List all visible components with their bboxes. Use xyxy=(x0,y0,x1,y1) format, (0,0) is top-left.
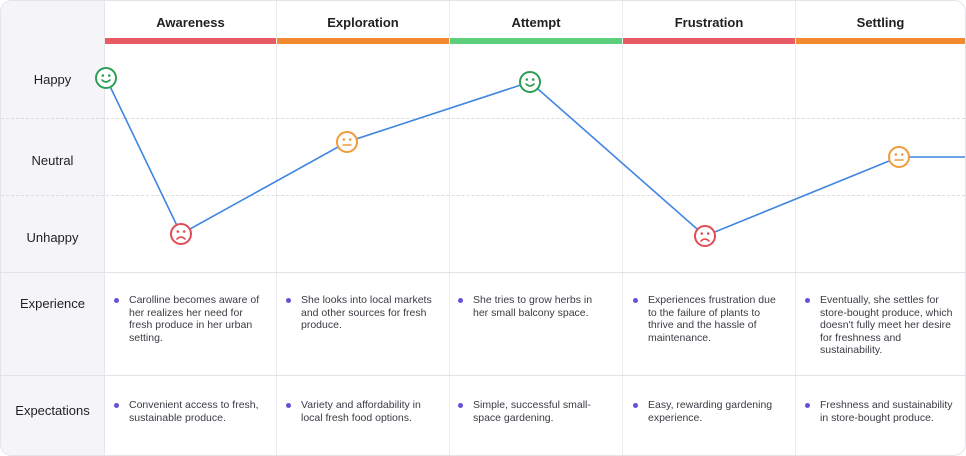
stage-header-awareness: Awareness xyxy=(105,1,276,44)
stage-title: Exploration xyxy=(327,15,399,30)
expectations-text: Variety and affordability in local fresh… xyxy=(301,399,421,424)
expectations-text: Easy, rewarding gardening experience. xyxy=(648,399,773,424)
bullet-dot xyxy=(805,298,810,303)
bullet-dot xyxy=(633,403,638,408)
section-divider xyxy=(1,272,965,273)
stage-color-bar xyxy=(277,38,449,44)
stage-title: Attempt xyxy=(511,15,561,30)
stage-title: Settling xyxy=(856,15,905,30)
bullet-dot xyxy=(114,298,119,303)
neutral-face-icon xyxy=(888,146,910,168)
row-labels-column: Happy Neutral Unhappy Experience Expecta… xyxy=(1,1,105,455)
row-label-experience: Experience xyxy=(19,296,86,311)
bullet-dot xyxy=(805,403,810,408)
bullet-dot xyxy=(114,403,119,408)
section-divider xyxy=(1,375,965,376)
row-label-neutral: Neutral xyxy=(31,153,74,168)
neutral-face-icon xyxy=(336,131,358,153)
experience-text: She tries to grow herbs in her small bal… xyxy=(473,294,593,319)
bullet-dot xyxy=(286,298,291,303)
experience-text: Experiences frustration due to the failu… xyxy=(648,294,776,344)
stage-color-bar xyxy=(105,38,276,44)
expectations-text: Simple, successful small-space gardening… xyxy=(473,399,591,424)
expectations-text: Freshness and sustainability in store-bo… xyxy=(820,399,953,424)
bullet-dot xyxy=(458,403,463,408)
stage-color-bar xyxy=(623,38,795,44)
mood-line xyxy=(105,77,965,237)
stage-color-bar xyxy=(450,38,622,44)
smile-icon xyxy=(95,67,117,89)
stage-color-bar xyxy=(796,38,965,44)
column-divider xyxy=(276,1,277,455)
stage-header-attempt: Attempt xyxy=(450,1,622,44)
stage-title: Awareness xyxy=(156,15,225,30)
frown-icon xyxy=(694,225,716,247)
bullet-dot xyxy=(633,298,638,303)
frown-icon xyxy=(170,223,192,245)
smile-icon xyxy=(519,71,541,93)
row-label-expectations: Expectations xyxy=(15,403,90,418)
column-divider xyxy=(449,1,450,455)
stage-header-exploration: Exploration xyxy=(277,1,449,44)
mood-divider xyxy=(1,118,965,119)
mood-divider xyxy=(1,195,965,196)
stage-title: Frustration xyxy=(674,15,744,30)
row-label-happy: Happy xyxy=(33,72,72,87)
bullet-dot xyxy=(458,298,463,303)
expectations-text: Convenient access to fresh, sustainable … xyxy=(129,399,259,424)
column-divider xyxy=(622,1,623,455)
bullet-dot xyxy=(286,403,291,408)
experience-text: Carolline becomes aware of her realizes … xyxy=(129,294,260,344)
experience-text: She looks into local markets and other s… xyxy=(301,294,432,331)
column-divider xyxy=(795,1,796,455)
row-label-unhappy: Unhappy xyxy=(26,230,79,245)
stage-header-frustration: Frustration xyxy=(623,1,795,44)
stage-header-settling: Settling xyxy=(796,1,965,44)
experience-text: Eventually, she settles for store-bought… xyxy=(820,294,953,356)
